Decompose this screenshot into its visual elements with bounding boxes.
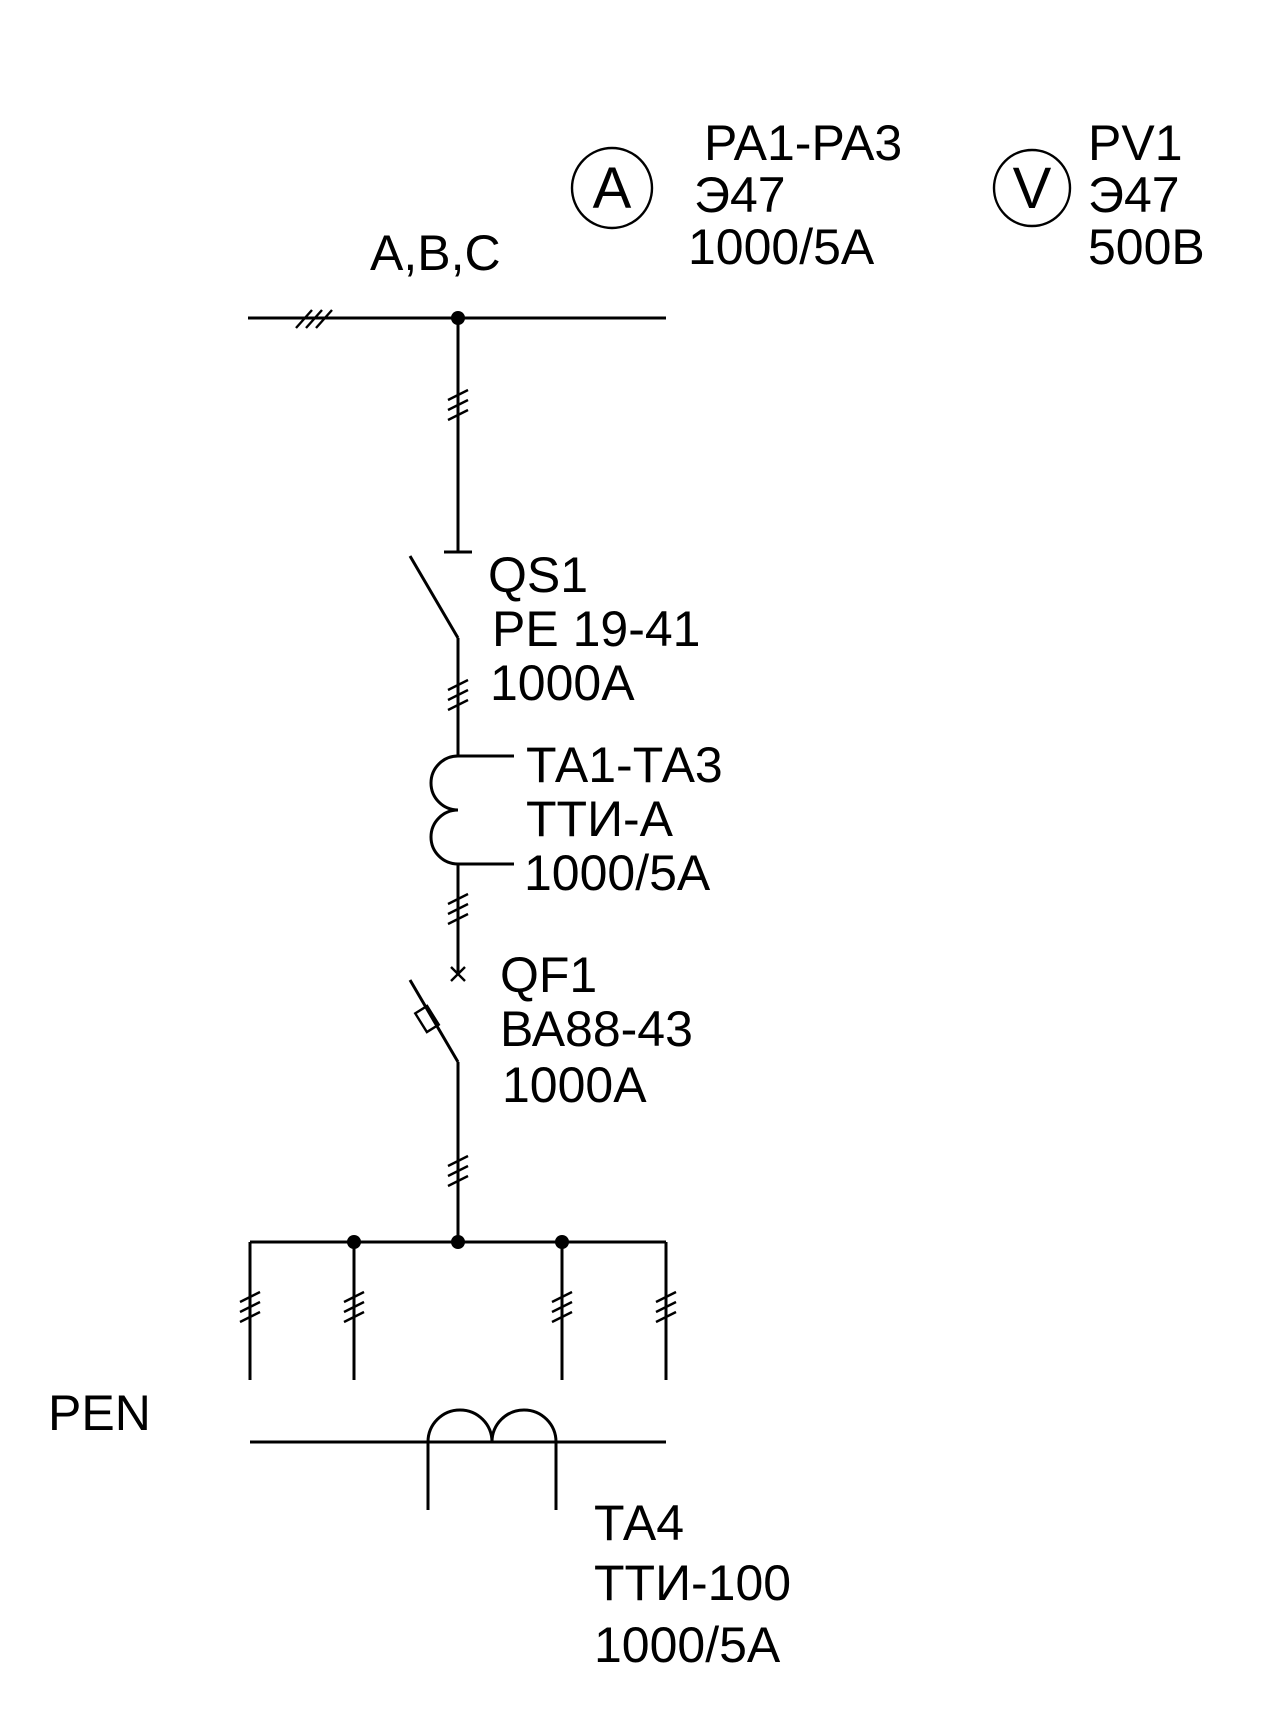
voltmeter-letter: V [1013, 156, 1052, 221]
qs1-type: РЕ 19-41 [492, 601, 700, 657]
outgoing-line-4 [655, 1242, 677, 1380]
ammeter-symbol [570, 146, 654, 230]
ta4-designation: ТА4 [594, 1495, 684, 1551]
voltmeter: V [992, 148, 1072, 228]
qf1-designation: QF1 [500, 947, 597, 1003]
voltmeter-designation: PV1 [1088, 115, 1183, 171]
ammeter-type: Э47 [694, 167, 786, 223]
feeder-line-upper [447, 318, 469, 552]
outgoing-line-1 [239, 1242, 261, 1380]
ta1-ta3-rating: 1000/5А [524, 845, 711, 901]
outgoing-line-2 [343, 1242, 365, 1380]
bus-label: A,B,C [370, 225, 501, 281]
ammeter-rating: 1000/5А [688, 219, 875, 275]
current-transformer-ta4 [426, 1408, 558, 1510]
phase-marks-3 [447, 892, 469, 926]
bus-phase-marks [295, 309, 333, 329]
phase-marks-1 [447, 388, 469, 422]
phase-marks-4 [447, 1154, 469, 1188]
switch-qs1 [408, 550, 472, 756]
qs1-designation: QS1 [488, 547, 588, 603]
junction-dot [451, 1235, 465, 1249]
ta1-ta3-designation: ТА1-ТА3 [526, 737, 723, 793]
ta4-rating: 1000/5А [594, 1617, 781, 1673]
ammeter-letter: A [593, 156, 632, 221]
breaker-qf1 [408, 966, 469, 1242]
qf1-type: ВА88-43 [500, 1001, 693, 1057]
distribution-bar [239, 1235, 677, 1380]
voltmeter-rating: 500В [1088, 219, 1205, 275]
ammeter: A [570, 146, 654, 230]
qf1-rating: 1000А [502, 1057, 647, 1113]
qs1-rating: 1000А [490, 655, 635, 711]
ammeter-designation: PA1-PA3 [704, 115, 902, 171]
current-transformer-ta1-ta3 [429, 754, 514, 972]
outgoing-line-3 [551, 1242, 573, 1380]
ta4-type: ТТИ-100 [594, 1555, 791, 1611]
breaker-trip-box [413, 1004, 441, 1034]
ta1-ta3-type: ТТИ-А [526, 791, 674, 847]
voltmeter-symbol [992, 148, 1072, 228]
pen-label: PEN [48, 1385, 151, 1441]
voltmeter-type: Э47 [1088, 167, 1180, 223]
